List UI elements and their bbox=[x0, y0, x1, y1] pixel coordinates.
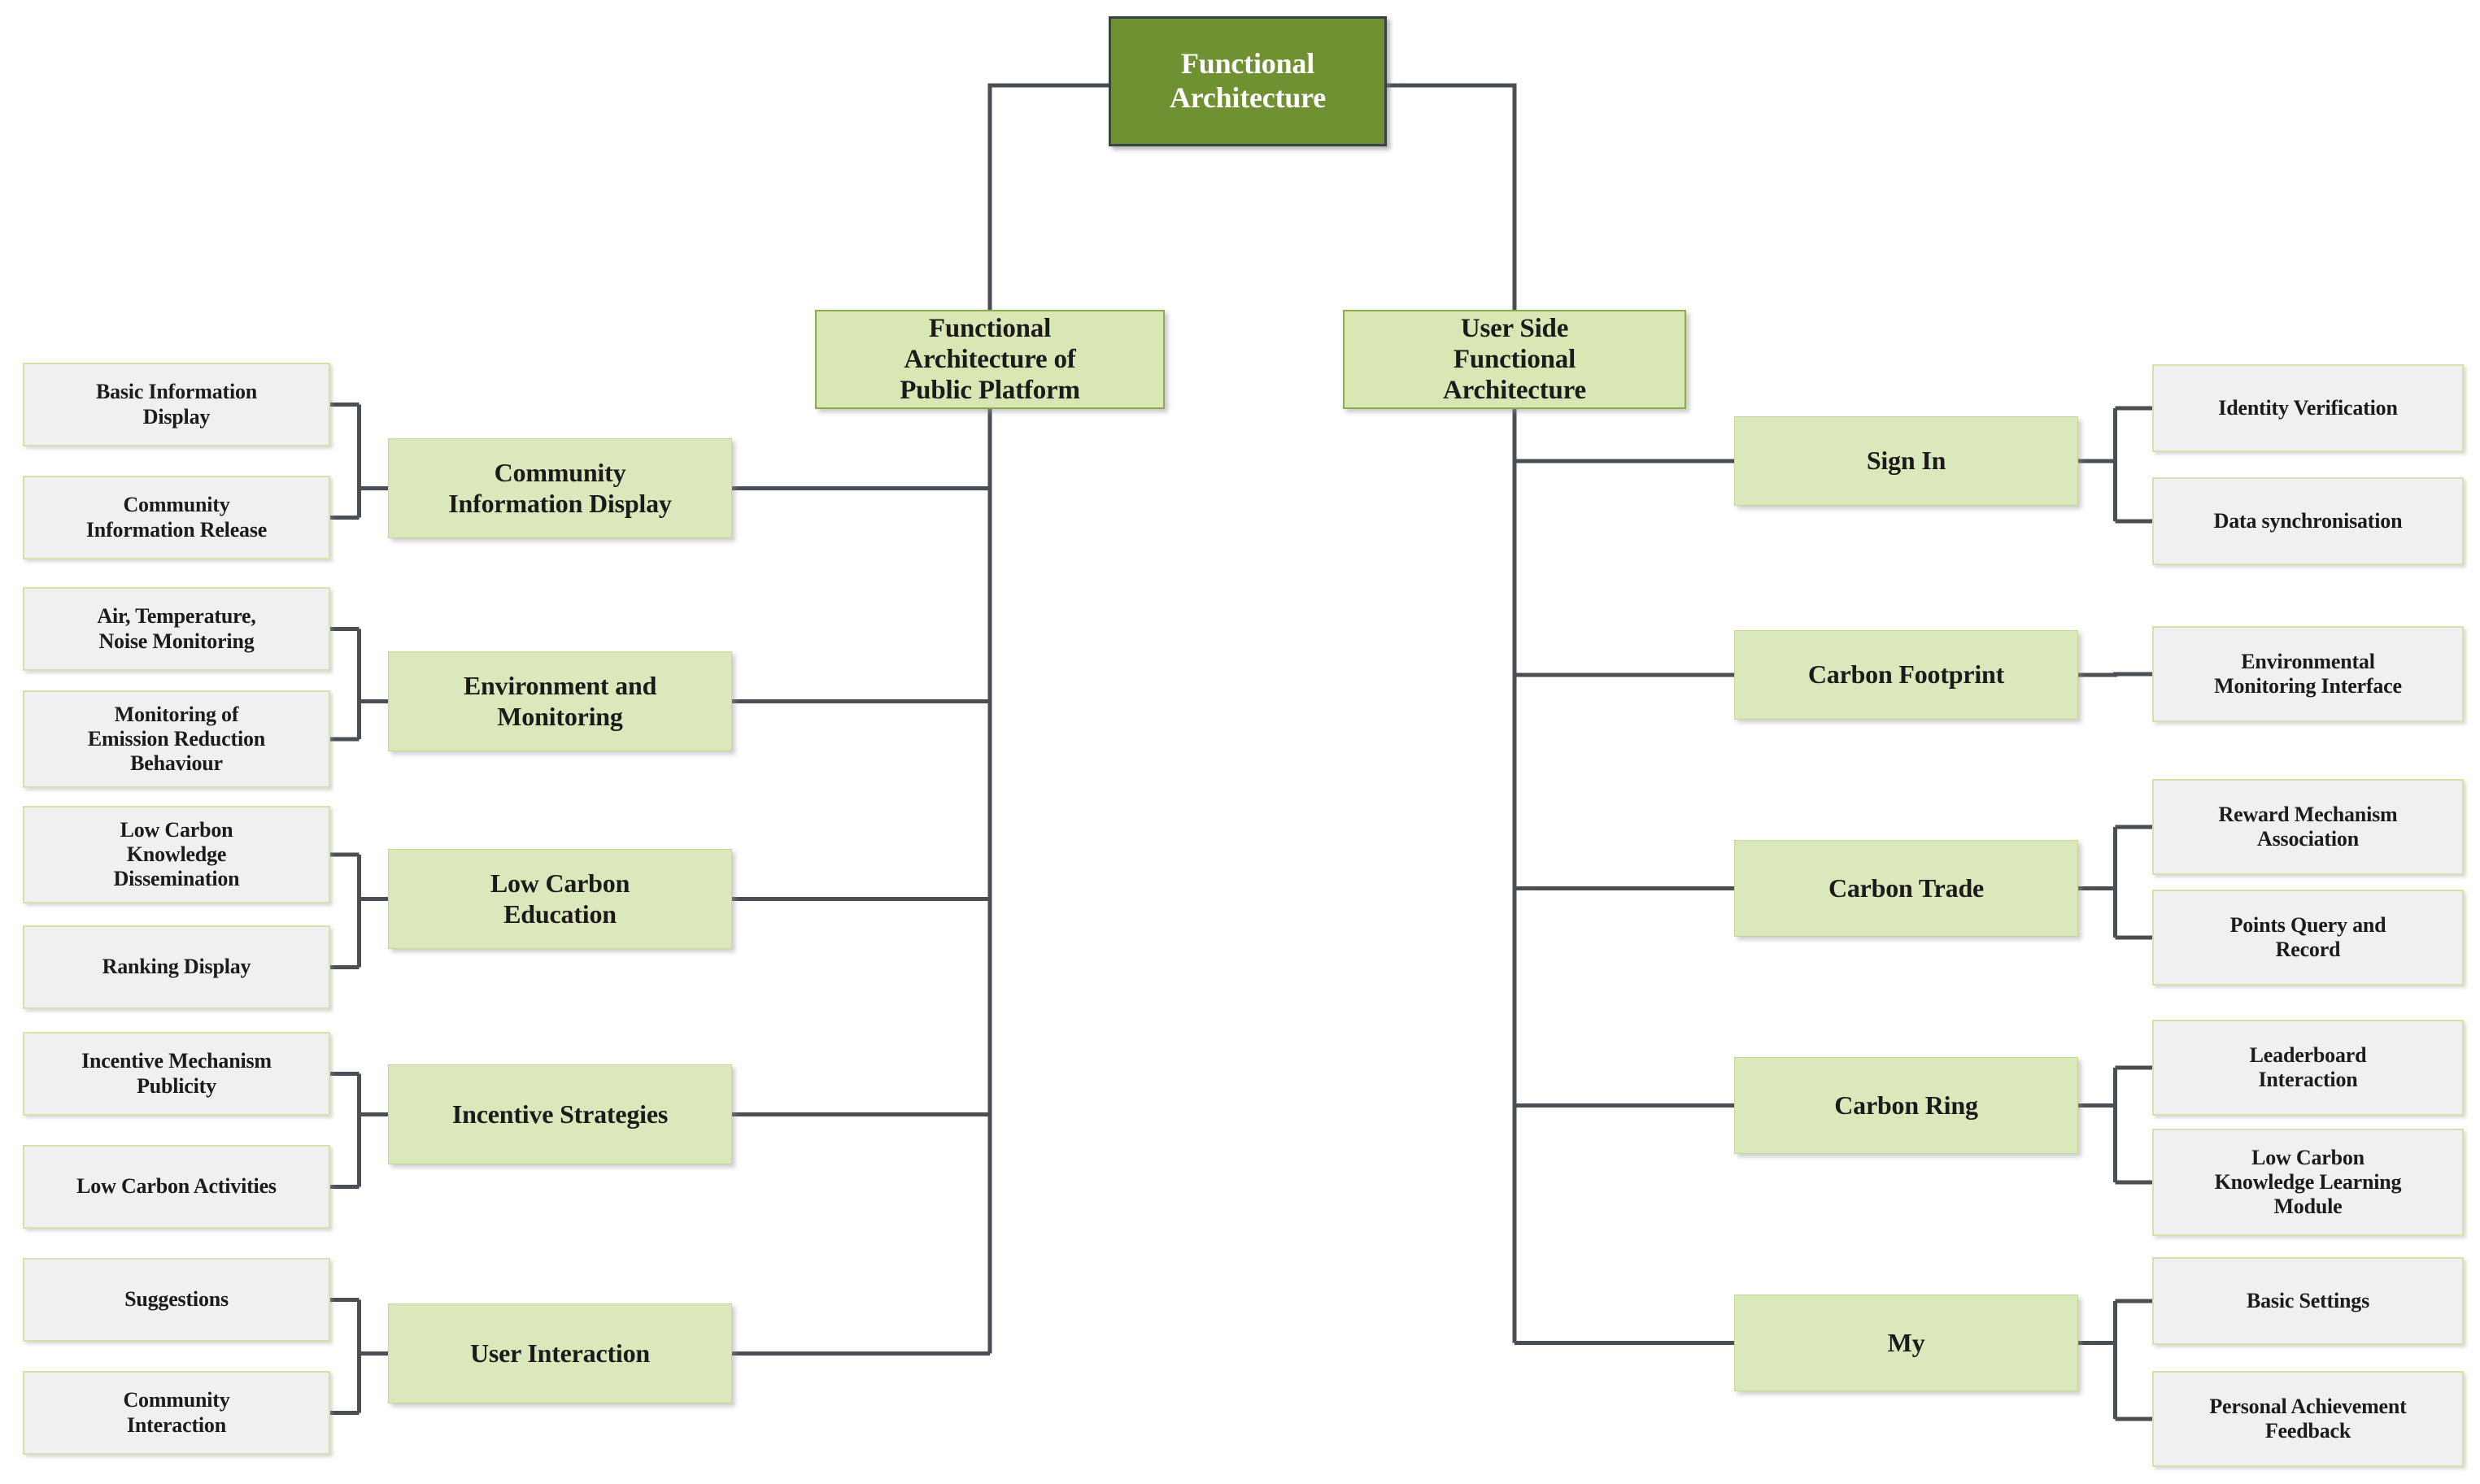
node-branch-public-platform-label: Functional Architecture of Public Platfo… bbox=[900, 313, 1080, 406]
node-module-community-information-display-label: Community Information Display bbox=[448, 458, 672, 518]
node-leaf-basic-settings-label: Basic Settings bbox=[2246, 1288, 2370, 1312]
node-leaf-points-query-and-record[interactable]: Points Query and Record bbox=[2152, 890, 2464, 986]
node-leaf-low-carbon-activities[interactable]: Low Carbon Activities bbox=[23, 1145, 330, 1229]
node-module-environment-and-monitoring-label: Environment and Monitoring bbox=[463, 671, 657, 731]
node-module-carbon-trade[interactable]: Carbon Trade bbox=[1734, 840, 2078, 937]
node-leaf-community-interaction[interactable]: Community Interaction bbox=[23, 1371, 330, 1455]
node-leaf-low-carbon-knowledge-learning-module[interactable]: Low Carbon Knowledge Learning Module bbox=[2152, 1129, 2464, 1236]
node-leaf-air-temperature-noise-monitoring[interactable]: Air, Temperature, Noise Monitoring bbox=[23, 587, 330, 671]
node-module-my[interactable]: My bbox=[1734, 1295, 2078, 1391]
node-module-incentive-strategies-label: Incentive Strategies bbox=[451, 1099, 669, 1129]
node-module-carbon-footprint-label: Carbon Footprint bbox=[1807, 659, 2005, 690]
node-leaf-points-query-and-record-label: Points Query and Record bbox=[2229, 912, 2386, 961]
node-module-user-interaction-label: User Interaction bbox=[469, 1338, 651, 1368]
node-leaf-reward-mechanism-association[interactable]: Reward Mechanism Association bbox=[2152, 779, 2464, 875]
node-leaf-incentive-mechanism-publicity-label: Incentive Mechanism Publicity bbox=[81, 1049, 272, 1098]
node-leaf-data-synchronisation-label: Data synchronisation bbox=[2213, 508, 2403, 533]
node-leaf-suggestions-label: Suggestions bbox=[124, 1287, 229, 1312]
node-leaf-data-synchronisation[interactable]: Data synchronisation bbox=[2152, 477, 2464, 565]
node-leaf-identity-verification-label: Identity Verification bbox=[2218, 395, 2398, 420]
node-leaf-incentive-mechanism-publicity[interactable]: Incentive Mechanism Publicity bbox=[23, 1032, 330, 1116]
node-module-sign-in-label: Sign In bbox=[1866, 446, 1946, 476]
node-leaf-community-information-release-label: Community Information Release bbox=[85, 493, 268, 542]
node-leaf-personal-achievement-feedback[interactable]: Personal Achievement Feedback bbox=[2152, 1371, 2464, 1467]
node-leaf-personal-achievement-feedback-label: Personal Achievement Feedback bbox=[2209, 1394, 2407, 1443]
node-leaf-leaderboard-interaction[interactable]: Leaderboard Interaction bbox=[2152, 1020, 2464, 1116]
node-leaf-environmental-monitoring-interface[interactable]: Environmental Monitoring Interface bbox=[2152, 626, 2464, 722]
node-module-carbon-ring[interactable]: Carbon Ring bbox=[1734, 1057, 2078, 1154]
node-root-label: Functional Architecture bbox=[1169, 47, 1327, 114]
node-leaf-low-carbon-knowledge-learning-module-label: Low Carbon Knowledge Learning Module bbox=[2214, 1145, 2402, 1219]
node-module-environment-and-monitoring[interactable]: Environment and Monitoring bbox=[388, 651, 732, 751]
node-root[interactable]: Functional Architecture bbox=[1109, 16, 1387, 146]
node-module-sign-in[interactable]: Sign In bbox=[1734, 416, 2078, 506]
node-leaf-low-carbon-knowledge-dissemination[interactable]: Low Carbon Knowledge Dissemination bbox=[23, 806, 330, 903]
node-leaf-air-temperature-noise-monitoring-label: Air, Temperature, Noise Monitoring bbox=[97, 604, 256, 653]
node-module-low-carbon-education[interactable]: Low Carbon Education bbox=[388, 849, 732, 949]
node-leaf-reward-mechanism-association-label: Reward Mechanism Association bbox=[2218, 802, 2398, 851]
node-leaf-low-carbon-activities-label: Low Carbon Activities bbox=[76, 1174, 277, 1199]
node-leaf-ranking-display[interactable]: Ranking Display bbox=[23, 925, 330, 1009]
node-branch-public-platform[interactable]: Functional Architecture of Public Platfo… bbox=[815, 310, 1165, 409]
node-leaf-community-interaction-label: Community Interaction bbox=[123, 1388, 230, 1437]
node-branch-user-side[interactable]: User Side Functional Architecture bbox=[1343, 310, 1686, 409]
node-leaf-community-information-release[interactable]: Community Information Release bbox=[23, 476, 330, 559]
node-leaf-monitoring-of-emission-reduction-behaviour-label: Monitoring of Emission Reduction Behavio… bbox=[87, 702, 266, 776]
node-leaf-environmental-monitoring-interface-label: Environmental Monitoring Interface bbox=[2214, 649, 2402, 698]
node-leaf-ranking-display-label: Ranking Display bbox=[102, 955, 251, 979]
node-leaf-low-carbon-knowledge-dissemination-label: Low Carbon Knowledge Dissemination bbox=[113, 817, 240, 891]
node-leaf-basic-information-display[interactable]: Basic Information Display bbox=[23, 363, 330, 446]
node-module-community-information-display[interactable]: Community Information Display bbox=[388, 438, 732, 538]
node-module-incentive-strategies[interactable]: Incentive Strategies bbox=[388, 1064, 732, 1164]
node-leaf-identity-verification[interactable]: Identity Verification bbox=[2152, 364, 2464, 452]
node-module-my-label: My bbox=[1887, 1327, 1925, 1357]
node-leaf-basic-settings[interactable]: Basic Settings bbox=[2152, 1257, 2464, 1345]
node-leaf-suggestions[interactable]: Suggestions bbox=[23, 1258, 330, 1342]
node-module-carbon-trade-label: Carbon Trade bbox=[1828, 873, 1985, 903]
node-branch-user-side-label: User Side Functional Architecture bbox=[1443, 313, 1586, 406]
node-module-carbon-ring-label: Carbon Ring bbox=[1834, 1090, 1978, 1120]
node-module-user-interaction[interactable]: User Interaction bbox=[388, 1303, 732, 1403]
node-leaf-basic-information-display-label: Basic Information Display bbox=[95, 380, 258, 429]
node-module-carbon-footprint[interactable]: Carbon Footprint bbox=[1734, 630, 2078, 720]
node-leaf-leaderboard-interaction-label: Leaderboard Interaction bbox=[2249, 1042, 2367, 1091]
node-module-low-carbon-education-label: Low Carbon Education bbox=[490, 868, 630, 929]
node-leaf-monitoring-of-emission-reduction-behaviour[interactable]: Monitoring of Emission Reduction Behavio… bbox=[23, 690, 330, 788]
